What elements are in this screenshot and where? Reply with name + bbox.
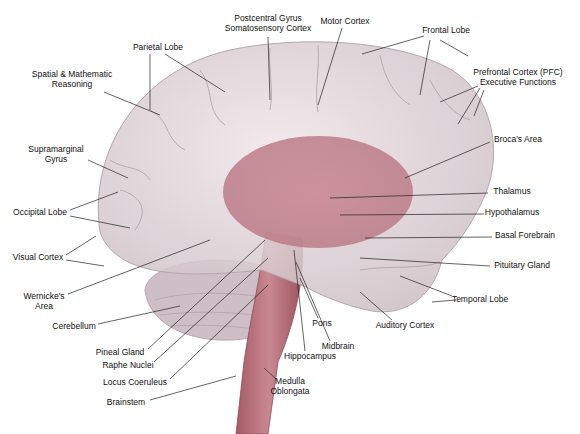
limbic-region bbox=[223, 136, 413, 248]
part-label: Pituitary Gland bbox=[494, 261, 550, 271]
part-label: Broca's Area bbox=[494, 135, 542, 145]
part-label: Spatial & Mathematic Reasoning bbox=[27, 70, 117, 90]
part-label: Medulla Oblongata bbox=[268, 377, 312, 397]
gyri bbox=[110, 45, 470, 270]
part-label: Occipital Lobe bbox=[13, 208, 67, 218]
part-label: Hippocampus bbox=[284, 352, 336, 362]
part-label: Supramarginal Gyrus bbox=[25, 145, 87, 165]
part-label: Basal Forebrain bbox=[495, 231, 555, 241]
leader-lines bbox=[66, 28, 492, 400]
part-label: Thalamus bbox=[493, 187, 530, 197]
part-label: Hypothalamus bbox=[485, 208, 539, 218]
part-label: Locus Coeruleus bbox=[103, 378, 167, 388]
part-label: Postcentral Gyrus Somatosensory Cortex bbox=[222, 14, 314, 34]
part-label: Prefrontal Cortex (PFC) Executive Functi… bbox=[467, 68, 569, 88]
part-label: Visual Cortex bbox=[13, 253, 63, 263]
part-label: Wernicke's Area bbox=[20, 292, 68, 312]
part-label: Parietal Lobe bbox=[133, 43, 183, 53]
part-label: Temporal Lobe bbox=[452, 295, 508, 305]
part-label: Midbrain bbox=[322, 342, 355, 352]
part-label: Brainstem bbox=[107, 398, 145, 408]
part-label: Frontal Lobe bbox=[422, 26, 470, 36]
part-label: Raphe Nuclei bbox=[102, 361, 153, 371]
part-label: Cerebellum bbox=[52, 322, 95, 332]
cerebrum bbox=[98, 42, 493, 312]
part-label: Pineal Gland bbox=[96, 348, 145, 358]
part-label: Auditory Cortex bbox=[376, 321, 435, 331]
part-label: Motor Cortex bbox=[320, 17, 369, 27]
part-label: Pons bbox=[312, 319, 331, 329]
